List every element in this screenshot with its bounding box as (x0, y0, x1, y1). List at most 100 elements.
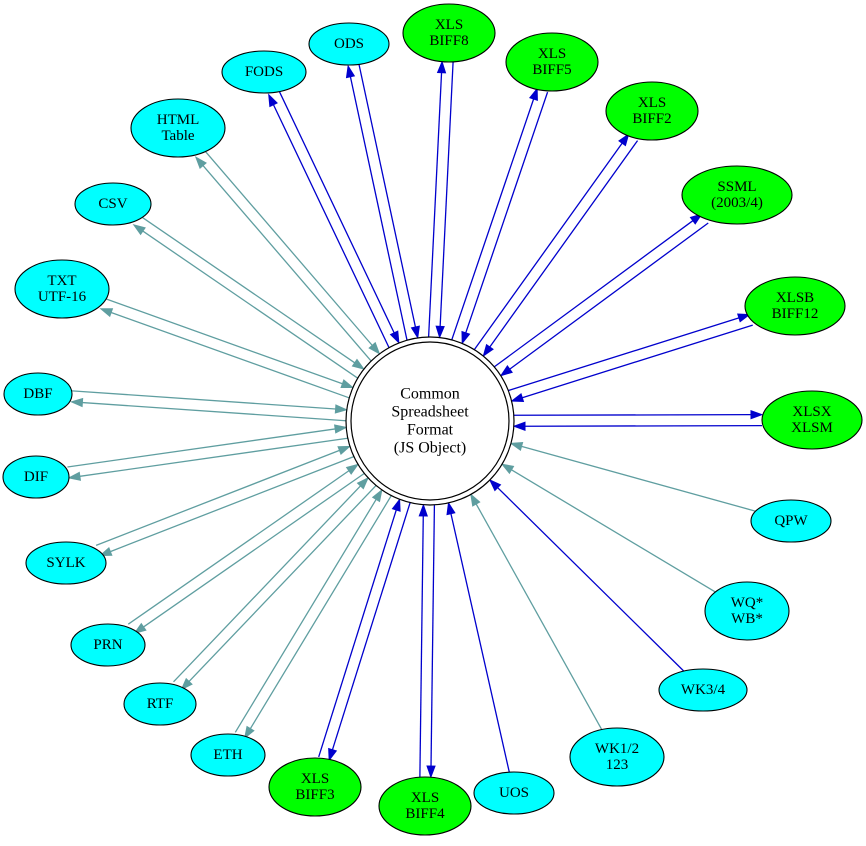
node-wq-wb: WQ*WB* (704, 581, 790, 641)
node-ssml: SSML(2003/4) (681, 165, 793, 225)
edge-line (142, 230, 358, 379)
edge-arrowhead (499, 365, 513, 377)
edge-line (79, 437, 348, 477)
edge-arrowhead (391, 498, 401, 512)
node-label-line: (2003/4) (711, 195, 763, 211)
edge-line (521, 445, 756, 512)
node-ellipse (221, 50, 307, 94)
edge-arrowhead (418, 503, 428, 517)
node-label-line: XLS (435, 17, 463, 33)
edge-arrowhead (340, 379, 355, 389)
edge-arrowhead (132, 224, 146, 236)
edge-line (203, 149, 373, 346)
node-ellipse (750, 499, 832, 543)
edge-line (318, 509, 397, 758)
node-label-line: PRN (93, 637, 122, 653)
edge-arrowhead (268, 93, 278, 108)
node-ellipse (605, 81, 699, 141)
node-ellipse (378, 776, 472, 836)
node-label-line: XLSM (791, 420, 833, 436)
edge-line (139, 215, 356, 364)
node-ods: ODS (308, 22, 390, 66)
edge-arrowhead (371, 488, 383, 503)
edge-arrowhead (482, 343, 494, 358)
node-label-line: UTF-16 (38, 289, 87, 305)
node-label-line: SYLK (46, 555, 85, 571)
edge-line (525, 424, 763, 427)
edge-line (104, 297, 343, 385)
node-label-line: XLS (301, 771, 329, 787)
node-label-line: QPW (774, 513, 808, 529)
node-ellipse (74, 182, 152, 226)
edge-line (234, 499, 377, 733)
node-ellipse (268, 757, 362, 817)
hub-inner-circle (350, 341, 510, 501)
node-label-line: BIFF12 (772, 306, 819, 322)
edge-line (430, 505, 436, 767)
edge-arrowhead (351, 358, 365, 370)
edge-arrowhead (488, 478, 502, 492)
node-dif: DIF (2, 455, 70, 499)
edge-line (95, 449, 340, 546)
edge-arrowhead (446, 501, 456, 516)
node-ellipse (123, 682, 197, 726)
edge-arrowhead (328, 747, 338, 762)
node-ellipse (14, 259, 110, 319)
edge-arrowhead (426, 765, 436, 779)
edge-line (272, 104, 390, 348)
node-label-line: XLSB (776, 290, 814, 306)
edge-arrowhead (180, 677, 193, 691)
node-label-line: BIFF5 (532, 62, 571, 78)
edge-line (349, 76, 408, 341)
edge-arrowhead (500, 463, 515, 475)
edge-arrowhead (689, 213, 703, 225)
edge-line (82, 401, 346, 422)
node-ellipse (658, 668, 748, 712)
node-label-line: BIFF3 (295, 787, 334, 803)
node-prn: PRN (70, 623, 146, 667)
edge-arrowhead (470, 493, 481, 507)
edge-line (465, 91, 549, 334)
edge-arrowhead (345, 64, 356, 79)
edge-arrowhead (528, 87, 538, 101)
edge-arrowhead (243, 725, 255, 740)
edge-arrowhead (510, 393, 525, 403)
hub-label-line: Common (400, 386, 460, 403)
node-label-line: RTF (147, 696, 174, 712)
edge-line (331, 502, 411, 750)
edge-line (494, 220, 694, 368)
node-label-line: XLSX (792, 404, 831, 420)
edge-arrowhead (345, 463, 360, 475)
edge-line (110, 311, 350, 399)
edge-arrowhead (410, 325, 420, 340)
edge-line (173, 485, 361, 683)
node-label-line: BIFF8 (429, 33, 468, 49)
edge-line (513, 414, 751, 416)
edges (67, 60, 764, 779)
hub-label-line: (JS Object) (394, 440, 466, 457)
edge-line (489, 140, 639, 348)
edge-arrowhead (750, 409, 764, 420)
node-label-line: BIFF2 (632, 111, 671, 127)
node-ellipse (130, 98, 226, 158)
node-ellipse (190, 733, 266, 777)
node-label-line: ODS (334, 36, 364, 52)
node-ellipse (70, 623, 146, 667)
edge-arrowhead (618, 133, 630, 147)
hub-outer-circle (345, 336, 515, 506)
node-ellipse (3, 372, 73, 416)
node-dbf: DBF (3, 372, 73, 416)
edge-arrowhead (389, 330, 400, 345)
edge-line (508, 317, 740, 392)
edge-arrowhead (368, 341, 381, 355)
edge-arrowhead (99, 308, 114, 318)
edge-line (451, 98, 535, 340)
